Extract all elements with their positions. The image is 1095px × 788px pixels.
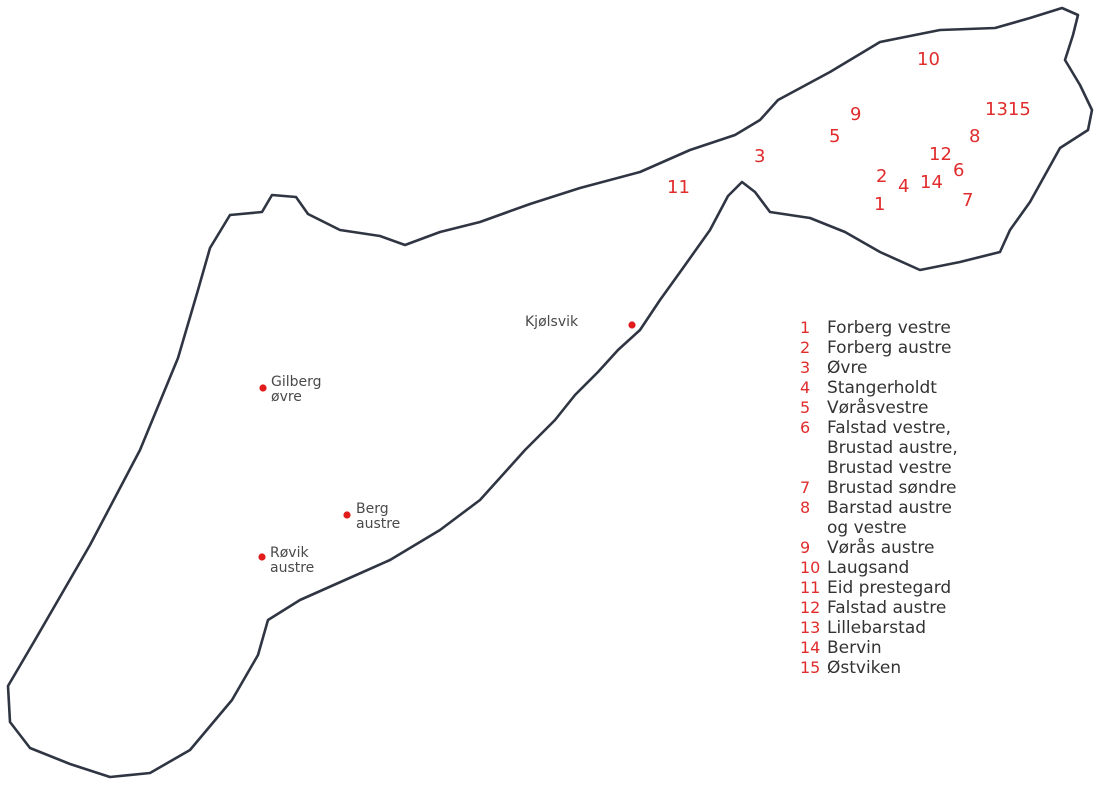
legend-number: 8 — [800, 498, 811, 517]
farm-legend: 1 Forberg vestre 2 Forberg austre 3 Øvre… — [800, 318, 1080, 678]
legend-label: Vøråsvestre — [827, 398, 929, 418]
place-label-kjolsvik: Kjølsvik — [525, 314, 579, 330]
legend-item: 2 Forberg austre — [800, 338, 1080, 358]
legend-label: Forberg austre — [827, 338, 952, 358]
legend-label: Lillebarstad — [827, 618, 927, 638]
map-number-8: 8 — [969, 126, 980, 147]
legend-item: 15 Østviken — [800, 658, 1080, 678]
legend-label: Stangerholdt — [827, 378, 937, 398]
place-dot-ravik — [258, 553, 266, 561]
legend-label: Øvre — [827, 358, 868, 378]
legend-item: 3 Øvre — [800, 358, 1080, 378]
map-number-1: 1 — [874, 194, 885, 215]
place-dot-kjolsvik — [628, 321, 636, 329]
legend-item: 9 Vørås austre — [800, 538, 1080, 558]
map-number-14: 14 — [920, 172, 943, 193]
legend-item: 10 Laugsand — [800, 558, 1080, 578]
legend-item: 14 Bervin — [800, 638, 1080, 658]
legend-number: 5 — [800, 398, 811, 417]
legend-item: 5 Vøråsvestre — [800, 398, 1080, 418]
legend-number: 15 — [800, 658, 821, 677]
legend-item: 7 Brustad søndre — [800, 478, 1080, 498]
map-number-10: 10 — [917, 49, 940, 70]
map-number-13-15: 1315 — [985, 99, 1031, 120]
legend-label: Eid prestegard — [827, 578, 952, 598]
legend-item: 4 Stangerholdt — [800, 378, 1080, 398]
legend-item: 11 Eid prestegard — [800, 578, 1080, 598]
place-dot-gilberg — [259, 384, 267, 392]
map-number-11: 11 — [667, 177, 690, 198]
map-number-3: 3 — [754, 146, 765, 167]
map-number-5: 5 — [829, 126, 840, 147]
legend-number: 9 — [800, 538, 811, 557]
legend-number: 1 — [800, 318, 811, 337]
map-number-6: 6 — [953, 160, 964, 181]
legend-label: Vørås austre — [827, 538, 935, 558]
map-number-9: 9 — [850, 104, 861, 125]
legend-label: Forberg vestre — [827, 318, 951, 338]
legend-label: Østviken — [827, 658, 902, 678]
legend-item: 1 Forberg vestre — [800, 318, 1080, 338]
legend-label: Barstad austre og vestre — [827, 498, 952, 538]
legend-number: 14 — [800, 638, 821, 657]
map-number-2: 2 — [876, 166, 887, 187]
legend-number: 13 — [800, 618, 821, 637]
legend-number: 12 — [800, 598, 821, 617]
legend-label: Laugsand — [827, 558, 910, 578]
legend-label: Falstad austre — [827, 598, 947, 618]
legend-number: 11 — [800, 578, 821, 597]
land-outline — [6, 6, 1094, 779]
legend-label: Falstad vestre, Brustad austre, Brustad … — [827, 418, 958, 478]
legend-number: 2 — [800, 338, 811, 357]
legend-label: Bervin — [827, 638, 882, 658]
legend-item: 12 Falstad austre — [800, 598, 1080, 618]
map-number-12: 12 — [929, 144, 952, 165]
place-dot-berg — [343, 511, 351, 519]
legend-number: 4 — [800, 378, 811, 397]
legend-number: 3 — [800, 358, 811, 377]
map-number-4: 4 — [898, 176, 909, 197]
legend-label: Brustad søndre — [827, 478, 957, 498]
legend-item: 8 Barstad austre og vestre — [800, 498, 1080, 538]
legend-number: 7 — [800, 478, 811, 497]
legend-item: 13 Lillebarstad — [800, 618, 1080, 638]
legend-number: 6 — [800, 418, 811, 437]
map-number-7: 7 — [962, 190, 973, 211]
legend-item: 6 Falstad vestre, Brustad austre, Brusta… — [800, 418, 1080, 478]
legend-number: 10 — [800, 558, 821, 577]
